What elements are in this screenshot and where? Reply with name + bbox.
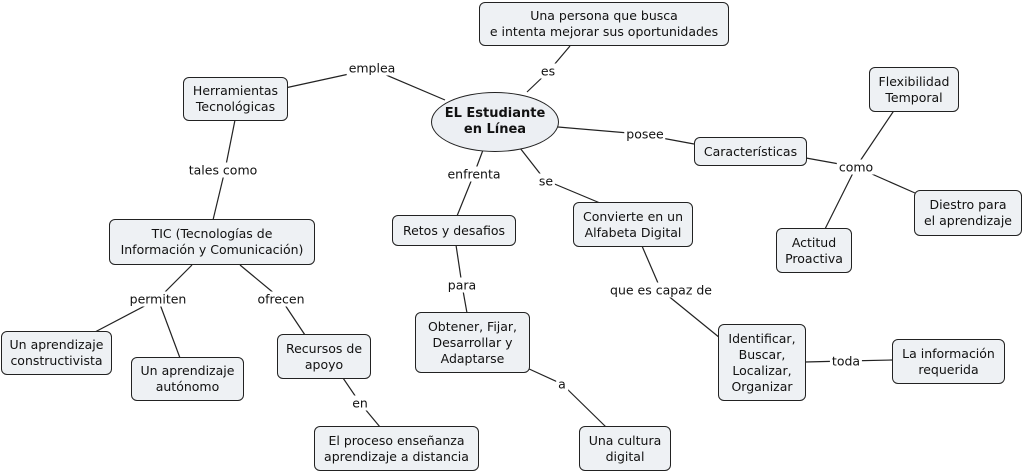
link-label-en: en (350, 395, 370, 411)
node-caracteristicas: Características (694, 137, 807, 166)
line-capaz-ident (660, 289, 721, 339)
node-retos-y-desafios: Retos y desafios (392, 215, 516, 246)
link-label-tales-como: tales como (186, 162, 260, 178)
node-obtener-fijar: Obtener, Fijar, Desarrollar y Adaptarse (415, 312, 530, 373)
node-tic: TIC (Tecnologías de Información y Comuni… (109, 219, 315, 265)
node-actitud-proactiva: Actitud Proactiva (776, 228, 852, 273)
line-a-cultura (561, 383, 607, 428)
link-label-para: para (445, 277, 479, 293)
node-el-estudiante: EL Estudiante en Línea (431, 92, 559, 152)
line-herr-tales (224, 119, 236, 171)
link-label-como: como (836, 159, 876, 175)
line-como-actitud (824, 166, 857, 230)
node-herramientas: Herramientas Tecnológicas (183, 77, 288, 121)
line-tales-tic (212, 169, 226, 221)
link-label-enfrenta: enfrenta (445, 166, 503, 182)
node-proceso-ensenanza: El proceso enseñanza aprendizaje a dista… (314, 426, 479, 471)
link-label-ofrecen: ofrecen (255, 291, 307, 307)
node-recursos-de-apoyo: Recursos de apoyo (277, 334, 371, 379)
node-identificar: Identificar, Buscar, Localizar, Organiza… (718, 324, 806, 401)
link-label-a: a (556, 376, 568, 392)
link-label-se: se (536, 173, 556, 189)
line-permiten-auton (157, 298, 181, 359)
node-flexibilidad-temporal: Flexibilidad Temporal (869, 67, 959, 112)
link-label-que-es-capaz-de: que es capaz de (608, 282, 714, 298)
node-aprendizaje-autonomo: Un aprendizaje autónomo (131, 357, 244, 401)
link-label-es: es (538, 63, 558, 79)
node-cultura-digital: Una cultura digital (579, 426, 671, 471)
line-como-flex (855, 108, 896, 168)
link-label-permiten: permiten (127, 291, 189, 307)
node-informacion-requerida: La información requerida (892, 339, 1005, 384)
link-label-toda: toda (829, 353, 863, 369)
link-label-posee: posee (624, 126, 666, 142)
node-una-persona: Una persona que busca e intenta mejorar … (479, 2, 729, 46)
link-label-emplea: emplea (346, 60, 398, 76)
node-aprendizaje-constructivista: Un aprendizaje constructivista (1, 331, 112, 375)
node-diestro: Diestro para el aprendizaje (914, 190, 1022, 236)
node-alfabeta-digital: Convierte en un Alfabeta Digital (573, 202, 693, 247)
